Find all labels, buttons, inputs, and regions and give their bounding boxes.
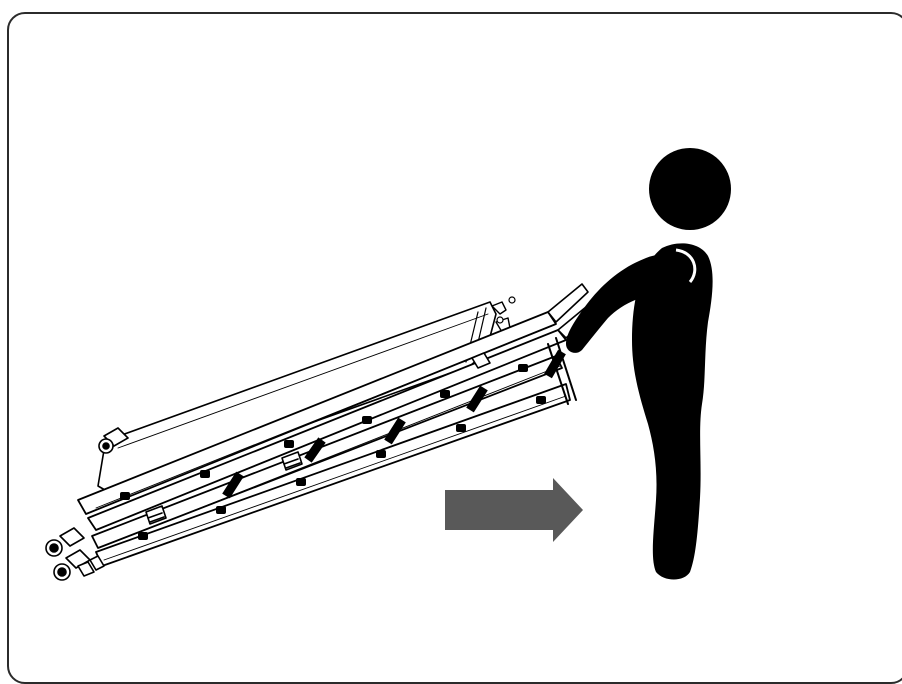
upper-ladder-frame [77, 283, 599, 531]
hinge-brackets [145, 352, 491, 525]
rail-clamp-blocks [120, 364, 546, 540]
person-body [632, 243, 713, 580]
person-silhouette-icon [566, 148, 731, 580]
arrow-right-icon [445, 478, 583, 542]
folded-mobile-scaffold-icon [45, 283, 599, 581]
person-head [649, 148, 731, 230]
person-arm [566, 253, 697, 353]
ladder-rungs [222, 349, 566, 499]
castor-wheels [45, 427, 129, 581]
